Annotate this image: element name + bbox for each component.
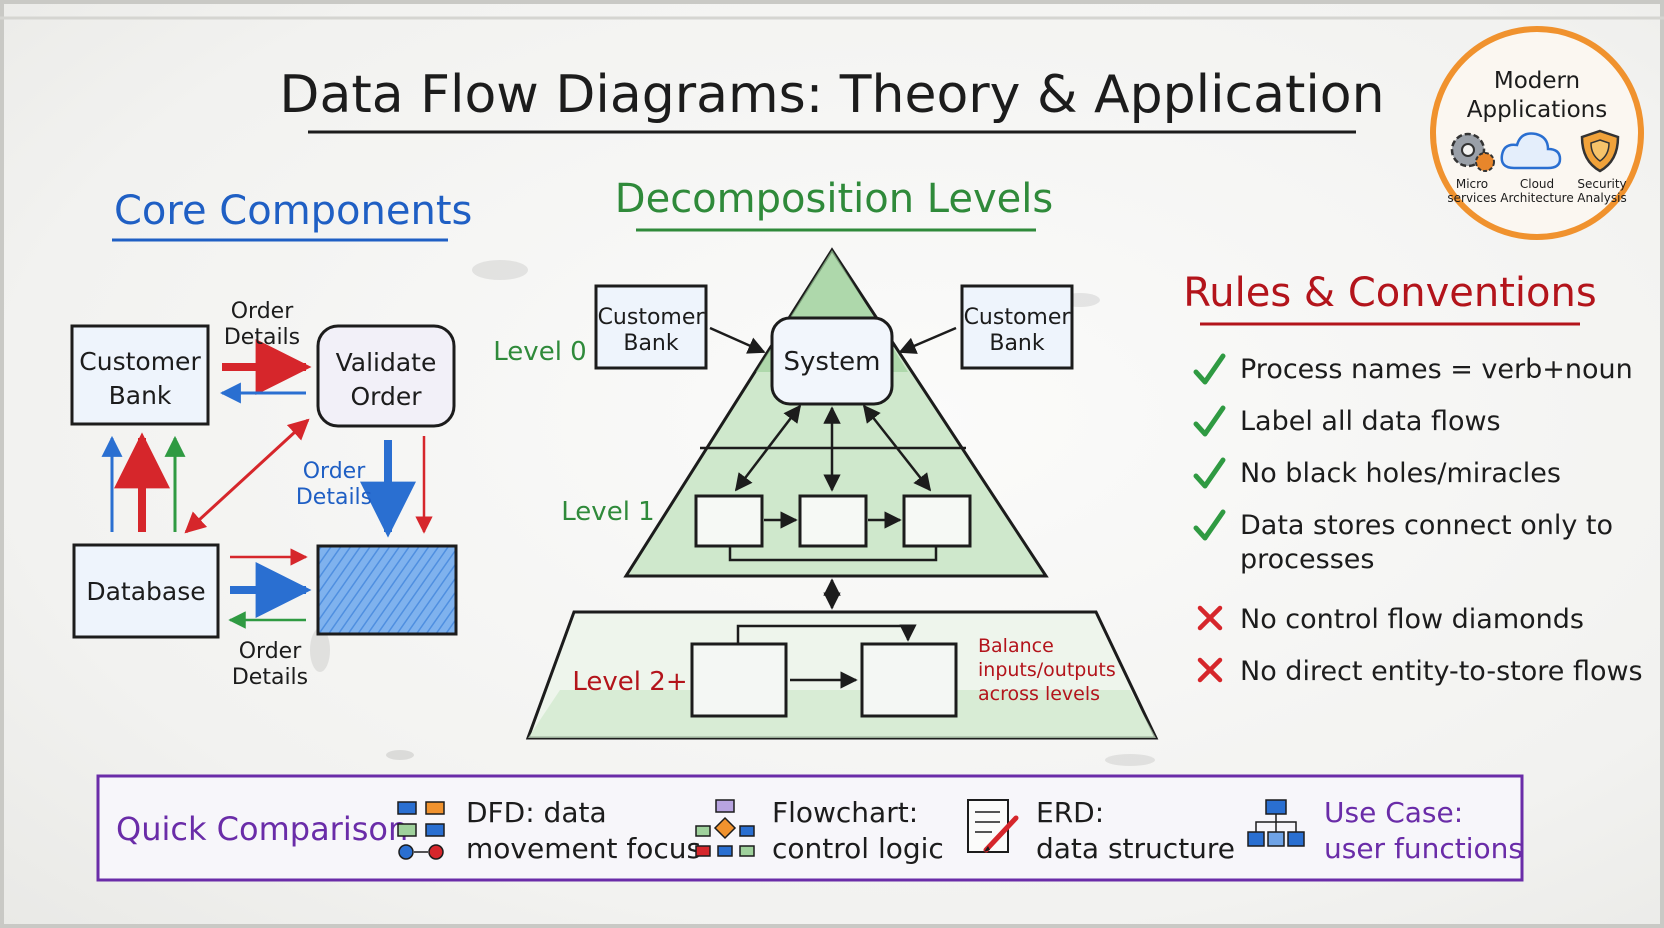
- rule-dont-1: No control flow diamonds: [1240, 604, 1584, 635]
- rule-do-4-line2: processes: [1240, 544, 1374, 575]
- level2-process-2: [860, 642, 958, 718]
- level0-entity-left-line1: Customer: [598, 305, 706, 330]
- flow-bottom-label-line1: Order: [239, 639, 302, 664]
- core-components-heading: Core Components: [114, 188, 472, 234]
- quick-comparison-panel: Quick Comparison DFD: data movement focu…: [96, 774, 1524, 882]
- level-2-label: Level 2+: [572, 667, 687, 697]
- modern-item-2-line1: Cloud: [1520, 177, 1554, 191]
- level0-entity-right-line2: Bank: [989, 331, 1045, 356]
- comparison-dfd-line2: movement focus: [466, 832, 701, 865]
- rule-do-1: Process names = verb+noun: [1240, 354, 1633, 385]
- balance-note-line2: inputs/outputs: [978, 659, 1116, 681]
- level1-process-2: [798, 494, 868, 548]
- modern-item-1-line2: services: [1447, 191, 1496, 205]
- level0-entity-right-line1: Customer: [964, 305, 1072, 330]
- customer-bank-line1: Customer: [79, 347, 201, 376]
- modern-applications-badge: Modern Applications Micro services Cloud…: [1430, 26, 1644, 240]
- erd-icon: [967, 799, 1019, 853]
- rule-do-4-line1: Data stores connect only to: [1240, 510, 1613, 541]
- rules-section: Rules & Conventions Process names = verb…: [1183, 270, 1642, 687]
- core-components-section: Core Components Customer Bank Validate O…: [70, 188, 472, 690]
- pyramid-base-shade: [528, 690, 1156, 738]
- validate-order-process: [316, 324, 456, 428]
- level2-process-1: [690, 642, 788, 718]
- decomposition-section: Decomposition Levels Level 0 Customer Ba…: [493, 176, 1159, 740]
- page-title: Data Flow Diagrams: Theory & Application: [279, 65, 1384, 125]
- database-label: Database: [86, 577, 205, 606]
- decomposition-heading: Decomposition Levels: [615, 176, 1053, 222]
- modern-item-1-line1: Micro: [1456, 177, 1488, 191]
- flow-entity-left-to-system: [709, 326, 766, 354]
- dfd-icon: [397, 801, 445, 860]
- flow-entity-right-to-system: [898, 326, 957, 354]
- data-store-hatched: [316, 544, 458, 636]
- check-icon: [1193, 405, 1226, 437]
- modern-item-2-line2: Architecture: [1500, 191, 1573, 205]
- balance-note-line3: across levels: [978, 683, 1100, 705]
- level-0-label: Level 0: [493, 337, 586, 367]
- flow-mid-label-line2: Details: [296, 485, 372, 510]
- flow-db-validate-diagonal: [184, 418, 310, 534]
- flow-bottom-label-line2: Details: [232, 665, 308, 690]
- gears-icon: [1450, 132, 1495, 172]
- flow-system-to-l1-3: [862, 404, 932, 492]
- database-store: [72, 543, 220, 639]
- comparison-dfd-line1: DFD: data: [466, 796, 607, 829]
- shield-icon: [1580, 129, 1620, 173]
- level0-entity-left: [594, 284, 708, 370]
- level1-process-1: [694, 494, 764, 548]
- check-icon: [1193, 457, 1226, 489]
- flow-top-label-line2: Details: [224, 325, 300, 350]
- level0-entity-left-line2: Bank: [623, 331, 679, 356]
- customer-bank-entity: [70, 324, 210, 426]
- customer-bank-line2: Bank: [109, 381, 172, 410]
- comparison-flowchart-line1: Flowchart:: [772, 796, 918, 829]
- cross-icon: [1197, 657, 1223, 683]
- cross-icon: [1197, 605, 1223, 631]
- level-1-label: Level 1: [561, 497, 654, 527]
- check-icon: [1193, 509, 1226, 541]
- comparison-heading: Quick Comparison: [116, 810, 408, 848]
- rule-do-3: No black holes/miracles: [1240, 458, 1561, 489]
- flow-system-to-l1-1: [734, 404, 802, 492]
- rule-dont-2: No direct entity-to-store flows: [1240, 656, 1643, 687]
- check-icon: [1193, 353, 1226, 385]
- level0-entity-right: [960, 284, 1074, 370]
- use-case-icon: [1247, 799, 1305, 847]
- validate-order-line1: Validate: [336, 348, 437, 377]
- flowchart-icon: [695, 799, 755, 857]
- modern-heading-line2: Applications: [1467, 97, 1608, 123]
- modern-heading-line1: Modern: [1494, 68, 1580, 94]
- comparison-usecase-line1: Use Case:: [1324, 796, 1463, 829]
- rule-do-2: Label all data flows: [1240, 406, 1501, 437]
- level1-process-3: [902, 494, 972, 548]
- comparison-flowchart-line2: control logic: [772, 832, 944, 865]
- comparison-erd-line2: data structure: [1036, 832, 1235, 865]
- validate-order-line2: Order: [350, 382, 422, 411]
- rules-heading: Rules & Conventions: [1183, 270, 1596, 316]
- comparison-erd-line1: ERD:: [1036, 796, 1104, 829]
- flow-l1-loop: [728, 546, 938, 562]
- cloud-icon: [1500, 132, 1562, 170]
- modern-item-3-line2: Analysis: [1577, 191, 1626, 205]
- balance-note-line1: Balance: [978, 635, 1054, 657]
- system-label: System: [784, 347, 881, 377]
- system-process: [770, 316, 894, 406]
- flow-l2-loop: [736, 624, 917, 644]
- flow-top-label-line1: Order: [231, 299, 294, 324]
- comparison-frame: [96, 774, 1524, 882]
- comparison-usecase-line2: user functions: [1324, 832, 1523, 865]
- flow-mid-label-line1: Order: [303, 459, 366, 484]
- modern-item-3-line1: Security: [1577, 177, 1626, 191]
